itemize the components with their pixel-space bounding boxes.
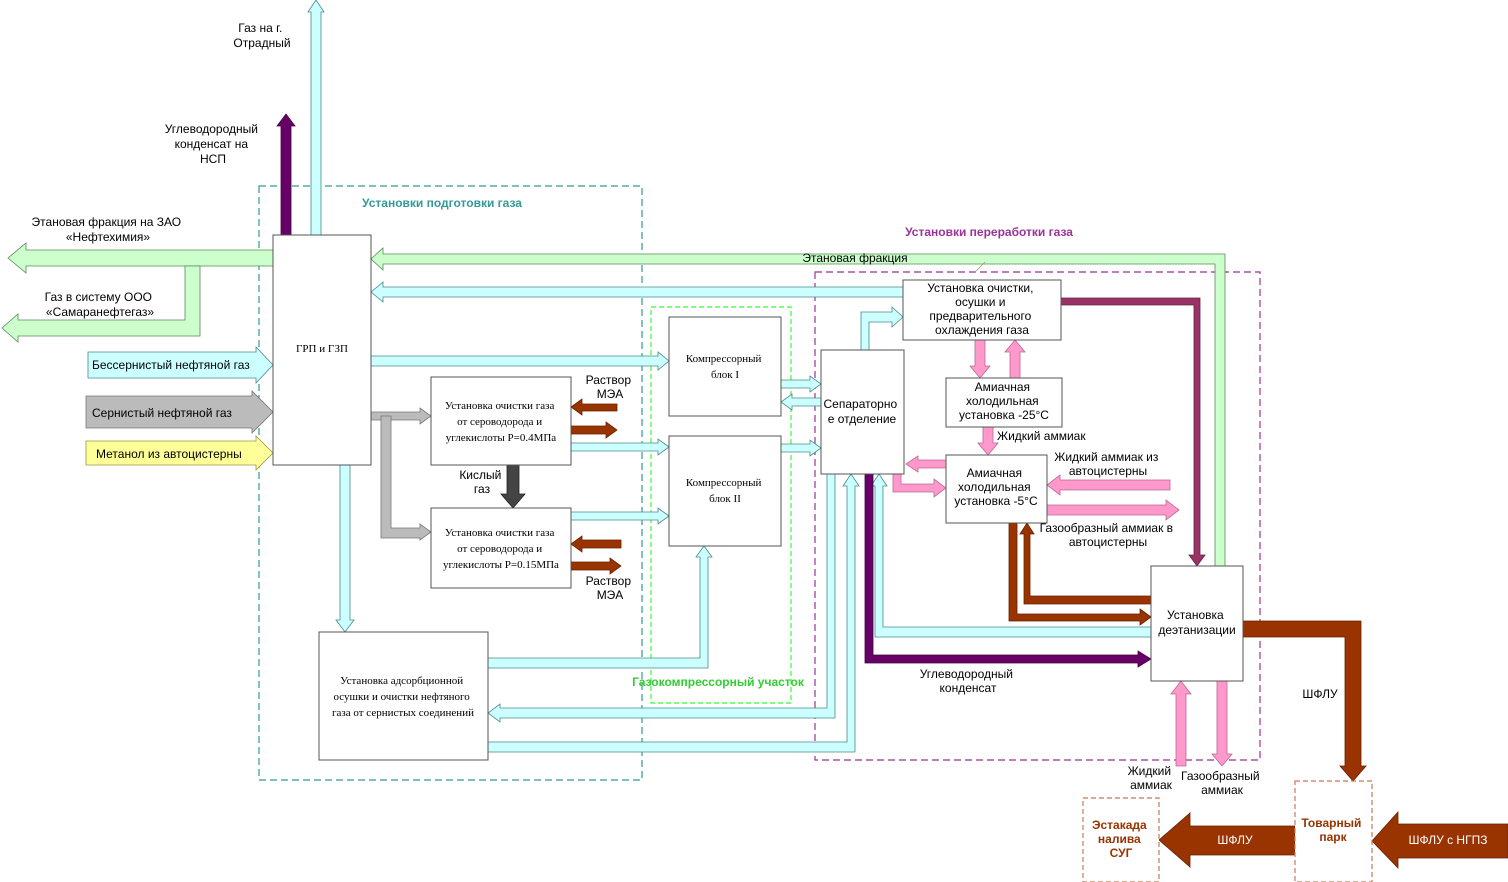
- label-shflu-ngpz: ШФЛУ с НГПЗ: [1409, 833, 1488, 847]
- box-clean015-label: Установка очистки газа от сероводорода и…: [443, 527, 559, 571]
- label-ethane-zao: Этановая фракция на ЗАО «Нефтехимия»: [32, 215, 185, 244]
- arrow-mea-in-015: [570, 535, 622, 553]
- label-hc-condensate: Углеводородный конденсат: [920, 667, 1017, 695]
- label-gas-ammonia-bottom: Газообразный аммиак: [1181, 769, 1263, 797]
- arrow-grp-to-comp1: [370, 351, 670, 371]
- arrow-deethan-to-amm5: [1019, 522, 1152, 605]
- arrow-ammonia-truck-in: [1046, 474, 1171, 496]
- box-estakada: [1082, 797, 1160, 882]
- label-mea-top: Раствор МЭА: [586, 373, 635, 401]
- box-comp2: [668, 435, 782, 547]
- label-shflu-bottom: ШФЛУ: [1217, 833, 1253, 847]
- arrow-clean04-to-comp2: [570, 438, 670, 456]
- arrow-liquid-ammonia-bottom: [1170, 680, 1192, 767]
- label-methanol: Метанол из автоцистерны: [96, 447, 242, 461]
- box-amm5-label: Амиачная холодильная установка -5°С: [954, 466, 1038, 508]
- region-gas-prep: [258, 185, 643, 781]
- arrow-comp2-to-sep: [780, 439, 822, 457]
- box-amm25-label: Амиачная холодильная установка -25°С: [959, 380, 1049, 422]
- arrow-adsorb-to-comp2: [487, 545, 713, 669]
- region-gas-proc: [814, 271, 1261, 761]
- box-grp: [272, 234, 372, 466]
- label-liquid-ammonia: Жидкий аммиак: [997, 429, 1086, 443]
- arrow-sep-to-comp1: [780, 393, 822, 411]
- label-gas-otradny: Газ на г. Отрадный: [233, 21, 290, 50]
- ethane-label-leader: [974, 261, 986, 273]
- arrow-amm5-to-sep: [905, 455, 947, 473]
- label-sour-gas: Сернистый нефтяной газ: [92, 406, 232, 420]
- box-adsorb: [318, 631, 489, 761]
- label-liquid-ammonia-bottom: Жидкий аммиак: [1128, 764, 1175, 792]
- box-separator: [820, 349, 905, 475]
- arrow-sep-to-adsorb-1: [487, 473, 836, 723]
- label-mea-bottom: Раствор МЭА: [586, 574, 635, 602]
- label-gas-ammonia-truck: Газообразный аммиак в автоцистерны: [1040, 521, 1177, 549]
- box-tovarny-label: Товарный парк: [1301, 816, 1364, 844]
- label-gas-ooo: Газ в систему ООО «Самаранефтегаз»: [45, 290, 156, 319]
- box-amm5: [945, 454, 1048, 524]
- arrow-sep-to-deethan: [864, 473, 1152, 668]
- arrow-shflu-ngpz: [1371, 810, 1508, 869]
- box-clean04: [430, 376, 572, 466]
- arrow-ethane-return: [370, 247, 1226, 567]
- arrow-mea-out-015: [570, 557, 622, 575]
- box-comp1-label: Компрессорный блок I: [686, 353, 764, 381]
- arrow-grp-to-clean015: [380, 415, 432, 541]
- box-clean-dry-label: Установка очистки, осушки и предваритель…: [927, 281, 1037, 337]
- box-clean-dry: [902, 279, 1062, 341]
- arrow-methanol: [85, 435, 274, 471]
- arrow-mea-out-04: [570, 421, 618, 439]
- region-title-gas-prep: Установки подготовки газа: [362, 196, 522, 210]
- arrow-condensate-nsp: [276, 113, 296, 236]
- region-compressor: [650, 306, 792, 704]
- box-deethan-label: Установка деэтанизации: [1158, 608, 1235, 637]
- box-tovarny: [1294, 780, 1373, 882]
- arrow-clean-to-amm25: [969, 339, 991, 379]
- arrow-clean-to-grp: [370, 281, 904, 303]
- arrow-clean015-to-comp2: [570, 507, 670, 525]
- arrow-sep-to-amm5: [892, 473, 947, 498]
- label-shflu-right: ШФЛУ: [1302, 687, 1338, 701]
- arrow-clean-to-deethan: [1060, 297, 1206, 567]
- arrow-amm25-to-amm5: [977, 426, 999, 456]
- arrow-amm5-to-deethan-1: [1008, 522, 1152, 626]
- box-estakada-label: Эстакада налива СУГ: [1092, 818, 1150, 860]
- label-acid-gas: Кислый газ: [459, 468, 504, 496]
- box-deethan: [1150, 565, 1244, 682]
- arrow-sour-gas: [85, 390, 274, 434]
- arrow-acid-gas: [500, 464, 526, 509]
- label-condensate-nsp: Углеводородный конденсат на НСП: [165, 122, 262, 166]
- box-clean04-label: Установка очистки газа от сероводорода и…: [445, 400, 557, 444]
- arrow-comp1-to-sep: [780, 375, 822, 393]
- region-title-compressor: Газокомпрессорный участок: [632, 675, 805, 689]
- box-comp2-label: Компрессорный блок II: [686, 477, 764, 505]
- region-title-gas-proc: Установки переработки газа: [905, 225, 1073, 239]
- arrow-amm25-to-clean: [1004, 339, 1026, 379]
- arrow-deethan-to-sep: [870, 473, 1152, 638]
- arrow-ethane-zao: [7, 242, 274, 274]
- box-clean015: [430, 507, 572, 589]
- arrow-grp-to-clean04: [370, 407, 432, 425]
- box-amm25: [945, 377, 1063, 428]
- arrow-mea-in-04: [570, 398, 618, 416]
- arrow-gas-ammonia-bottom: [1211, 680, 1233, 767]
- label-sweet-gas: Бессернистый нефтяной газ: [92, 358, 250, 372]
- arrow-adsorb-to-sep: [487, 473, 860, 753]
- arrow-grp-to-adsorb: [335, 464, 355, 633]
- label-liquid-ammonia-truck: Жидкий аммиак из автоцистерны: [1054, 450, 1161, 478]
- label-ethane-fraction: Этановая фракция: [802, 251, 907, 265]
- arrow-gas-ooo: [1, 265, 201, 343]
- arrow-gas-otradny: [307, 0, 325, 236]
- arrow-sep-to-clean: [860, 306, 904, 351]
- box-comp1: [668, 316, 782, 417]
- arrow-sweet-gas: [87, 345, 274, 385]
- arrow-shflu-right: [1242, 620, 1367, 782]
- box-grp-label: ГРП и ГЗП: [296, 343, 348, 355]
- box-separator-label: Сепараторно е отделение: [824, 397, 901, 426]
- arrow-ammonia-truck-out: [1046, 499, 1180, 521]
- box-adsorb-label: Установка адсорбционной осушки и очистки…: [332, 675, 474, 719]
- arrow-shflu-bottom: [1158, 812, 1296, 868]
